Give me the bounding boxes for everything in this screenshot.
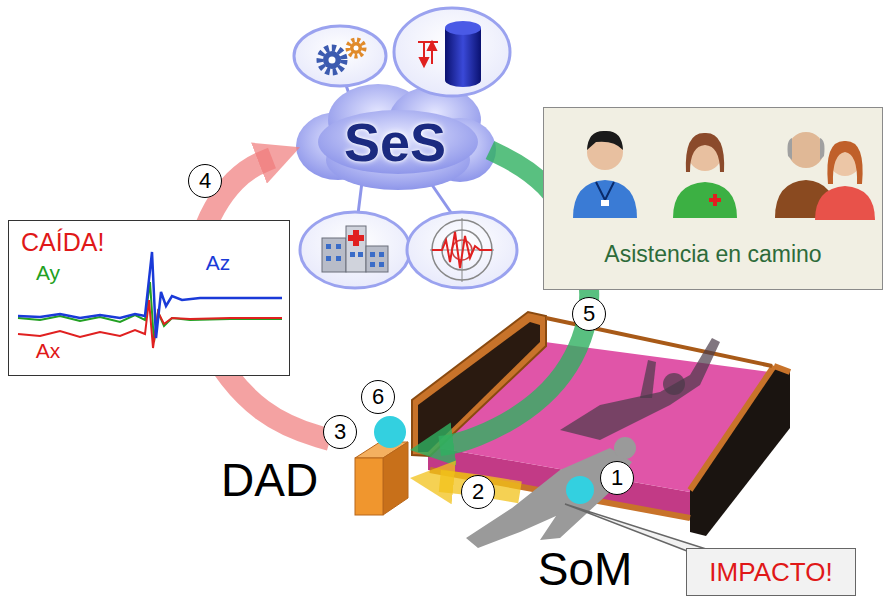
bed — [412, 312, 790, 536]
lanyard — [596, 182, 614, 200]
gear — [348, 40, 364, 56]
callout-number: 1 — [600, 461, 634, 495]
head-shadow — [663, 373, 685, 395]
footboard — [690, 368, 790, 536]
person-hair — [827, 141, 862, 184]
gear — [323, 51, 341, 69]
service-bubble — [394, 8, 510, 96]
assistance-people — [573, 131, 875, 220]
database-icon — [418, 21, 481, 87]
gear-hole — [354, 46, 359, 51]
arm-shadow — [640, 360, 656, 398]
az-trace — [18, 252, 282, 338]
callout-number: 2 — [472, 481, 484, 503]
windows — [326, 244, 384, 267]
building — [366, 246, 388, 272]
gear-hole — [329, 57, 336, 64]
person-hair — [788, 138, 825, 160]
ay-trace — [18, 282, 282, 342]
database-top — [445, 21, 481, 35]
person-head — [829, 144, 861, 176]
signal-name: Ax — [36, 340, 61, 361]
building — [346, 226, 366, 272]
footboard-rail — [690, 366, 774, 490]
service-bubbles — [294, 8, 517, 288]
badge — [601, 200, 609, 206]
cloud-service: SeS — [300, 95, 490, 190]
service-link — [358, 182, 362, 214]
node-text: IMPACTO! — [709, 558, 832, 587]
callout-number: 1 — [611, 467, 623, 489]
cloud-shape — [296, 84, 496, 190]
person-body — [573, 180, 637, 218]
callout-number: 5 — [583, 303, 595, 325]
callout-number: 4 — [188, 164, 222, 198]
dad-device — [355, 442, 408, 515]
assistance-panel: Asistencia en camino — [543, 107, 883, 290]
service-bubble — [407, 212, 517, 288]
fall-chart — [18, 252, 282, 348]
node-text: Asistencia en camino — [604, 242, 821, 267]
gears-icon — [320, 40, 364, 72]
signal-name: Ay — [36, 262, 60, 283]
node-text: CAÍDA! — [21, 229, 104, 257]
signal-name: Az — [204, 251, 233, 274]
signal-name: Ax — [34, 339, 63, 362]
person-head — [614, 437, 636, 459]
sensor-dot — [374, 416, 406, 448]
data-arrow — [420, 58, 428, 66]
detector-device: DAD — [215, 440, 410, 520]
sensor-dot — [566, 476, 594, 504]
red-cross — [709, 194, 721, 206]
person-head — [688, 137, 722, 171]
monitor-icon — [430, 218, 494, 282]
callout-number: 3 — [323, 415, 357, 449]
person-hair — [587, 131, 623, 150]
person-body — [673, 182, 737, 218]
service-link — [430, 182, 452, 214]
database-body — [445, 28, 481, 87]
person-head — [587, 134, 623, 170]
person-body — [775, 180, 836, 218]
callout-number: 6 — [372, 386, 384, 408]
callout-number: 6 — [361, 380, 395, 414]
callout-number: 5 — [572, 297, 606, 331]
hospital-icon — [322, 226, 388, 272]
node-text: SoM — [538, 544, 633, 595]
callout-number: 3 — [334, 421, 346, 443]
red-cross — [348, 230, 364, 246]
person-hair — [686, 133, 724, 172]
callout-number: 4 — [199, 170, 211, 192]
signal-name: Az — [206, 252, 231, 273]
data-arrows — [418, 42, 438, 66]
data-arrow — [428, 42, 436, 50]
signal-trace — [432, 232, 492, 268]
device-front — [355, 458, 383, 515]
impact-callout: IMPACTO! — [686, 548, 856, 596]
node-text: DAD — [221, 455, 318, 506]
monitored-subject: SoM — [520, 478, 650, 597]
gear — [320, 48, 344, 72]
service-bubble — [294, 26, 386, 86]
gear — [350, 42, 362, 54]
signal-name: Ay — [34, 261, 63, 284]
person-body — [815, 186, 875, 220]
callout-number: 2 — [461, 475, 495, 509]
person-head — [788, 132, 824, 168]
data-arrow — [418, 41, 438, 43]
device-side — [383, 442, 408, 515]
building — [322, 238, 346, 272]
node-text: SeS — [344, 113, 446, 172]
cloud-lobe — [318, 110, 478, 174]
service-bubble — [300, 212, 410, 288]
footboard-rail — [774, 366, 790, 372]
